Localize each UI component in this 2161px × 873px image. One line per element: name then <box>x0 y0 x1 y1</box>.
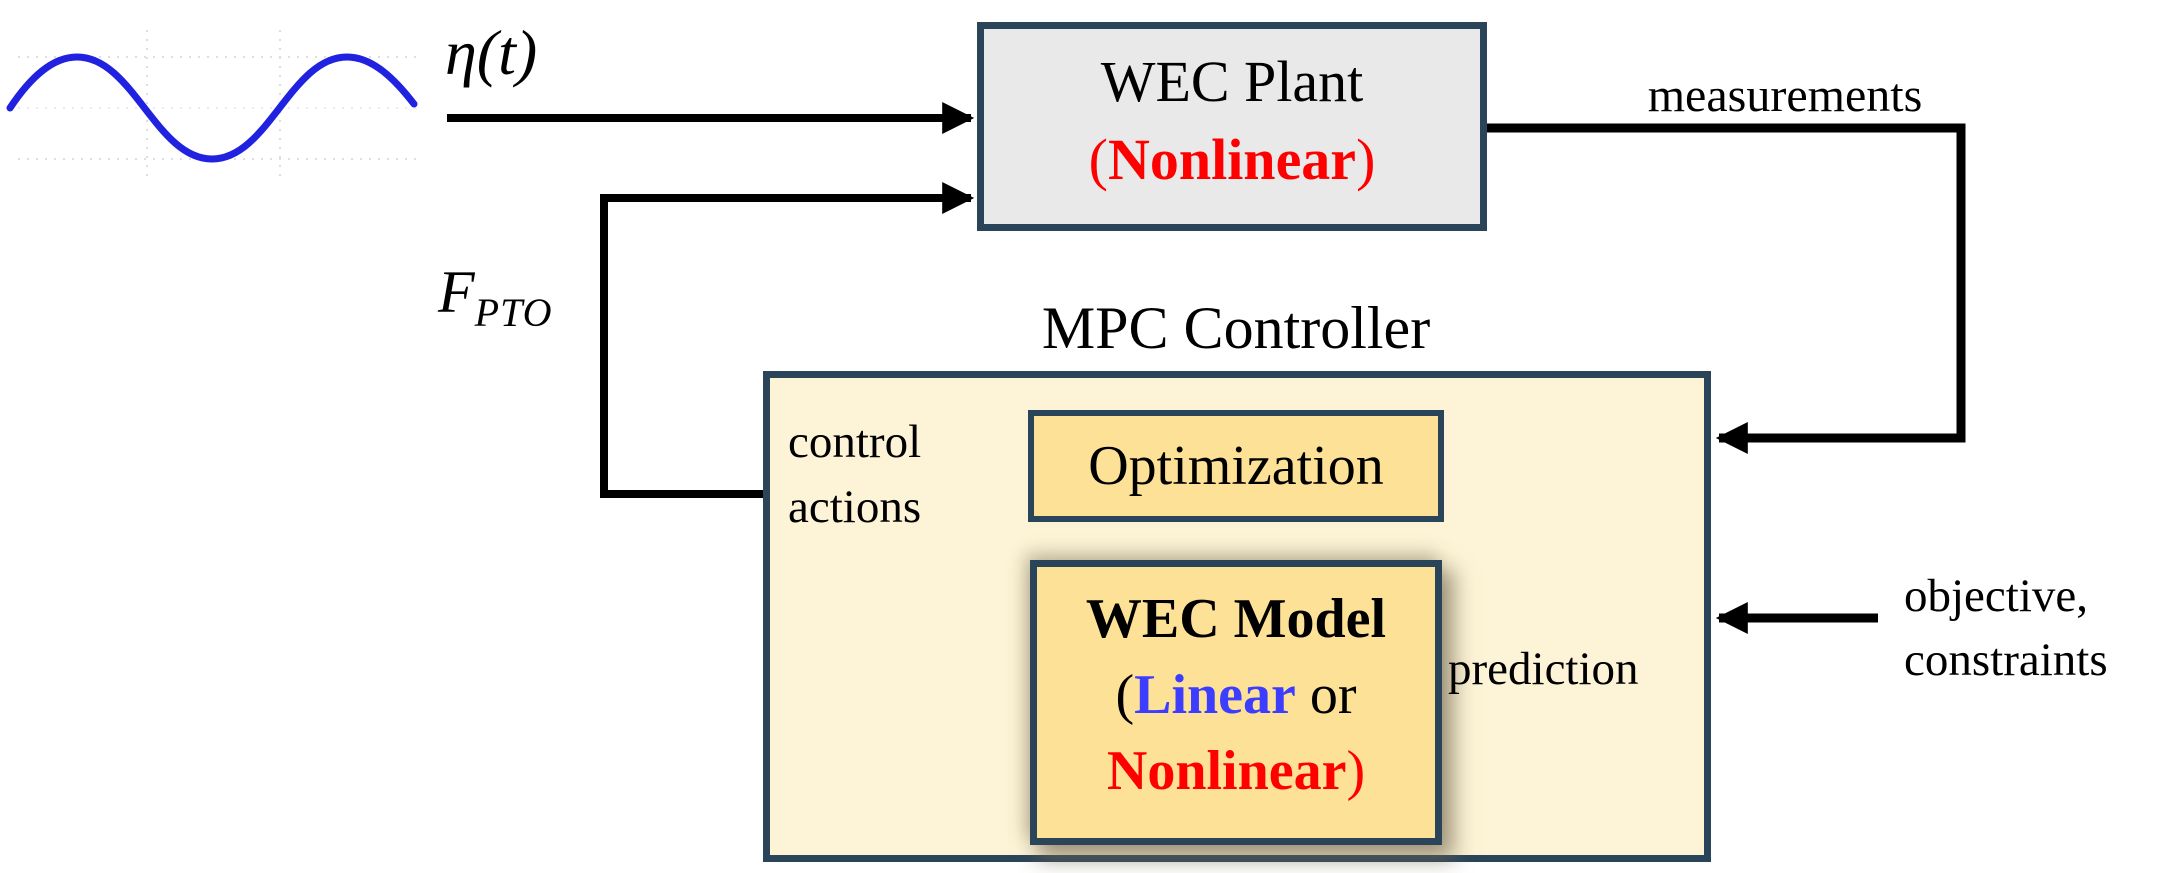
control-actions-line2: actions <box>788 481 922 533</box>
wec-plant-box: WEC Plant (Nonlinear) <box>977 22 1487 231</box>
fpto-arrow <box>600 182 975 498</box>
control-actions-line1: control <box>788 416 922 468</box>
wave-grid <box>18 30 420 176</box>
optimization-label: Optimization <box>1088 435 1384 497</box>
mpc-controller-title: MPC Controller <box>1041 295 1431 361</box>
wec-plant-title: WEC Plant <box>1100 49 1364 114</box>
fpto-label: FPTO <box>438 258 553 336</box>
measurements-arrow <box>1484 123 1966 454</box>
control-actions-label: control actions <box>788 410 921 540</box>
wec-plant-subtitle: (Nonlinear) <box>984 121 1480 199</box>
eta-label: η(t) <box>445 17 538 88</box>
wec-model-paren-open: ( <box>1115 664 1135 726</box>
wec-model-box: WEC Model (Linear or Nonlinear) <box>1030 560 1442 845</box>
wec-model-title: WEC Model <box>1085 588 1387 650</box>
objective-constraints-label: objective, constraints <box>1904 564 2108 692</box>
sine-wave-icon <box>6 53 418 163</box>
wec-model-paren-close: ) <box>1346 740 1366 802</box>
prediction-label: prediction <box>1448 643 1639 695</box>
wec-plant-paren-close: ) <box>1356 127 1376 192</box>
wec-model-line2: (Linear or <box>1037 657 1435 733</box>
objective-line2: constraints <box>1904 634 2108 686</box>
wec-model-line3: Nonlinear) <box>1037 733 1435 809</box>
wec-model-or: or <box>1295 664 1357 726</box>
wec-plant-nonlinear: Nonlinear <box>1107 127 1357 192</box>
optimization-box: Optimization <box>1028 410 1444 522</box>
fpto-subscript: PTO <box>474 290 553 335</box>
objective-line1: objective, <box>1904 570 2089 622</box>
wec-plant-paren-open: ( <box>1088 127 1108 192</box>
wec-model-nonlinear: Nonlinear <box>1106 740 1347 802</box>
fpto-base: F <box>438 259 475 325</box>
wec-model-linear: Linear <box>1134 664 1296 726</box>
measurements-label: measurements <box>1647 69 1923 122</box>
